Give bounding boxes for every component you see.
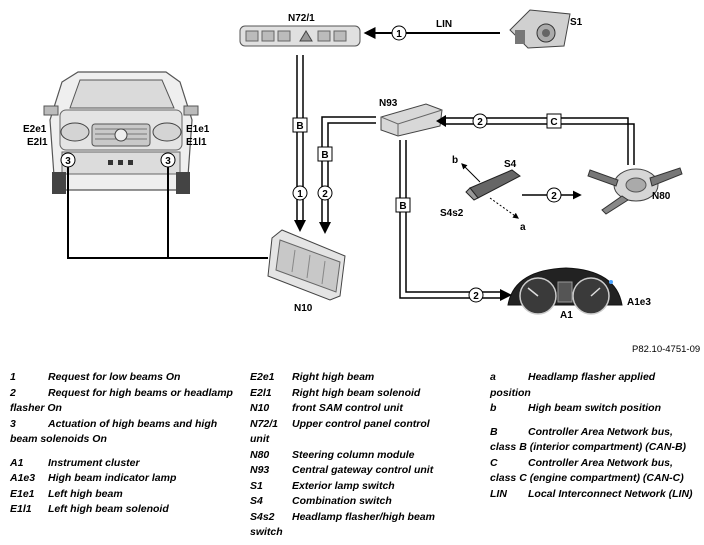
- svg-text:2: 2: [322, 189, 328, 200]
- svg-text:B: B: [399, 201, 406, 212]
- signal-circle-s4-2: 2: [546, 187, 562, 203]
- bus-box-c: C: [546, 113, 562, 129]
- label-e2l1: E2l1: [27, 137, 48, 148]
- label-n72: N72/1: [288, 13, 315, 24]
- n80-steering-column-module: [587, 167, 683, 215]
- label-n93: N93: [379, 98, 398, 109]
- svg-text:2: 2: [473, 291, 479, 302]
- svg-text:1: 1: [297, 189, 303, 200]
- label-a1: A1: [560, 310, 573, 321]
- label-n80: N80: [652, 191, 671, 202]
- svg-text:B: B: [296, 121, 303, 132]
- s4-combination-switch: [465, 169, 521, 201]
- label-e1e1: E1e1: [186, 124, 210, 135]
- label-s4: S4: [504, 159, 517, 170]
- bus-box-b-n72: B: [292, 117, 308, 133]
- svg-text:B: B: [321, 150, 328, 161]
- label-dir-a: a: [520, 222, 526, 233]
- label-s1: S1: [570, 17, 583, 28]
- signal-circle-right-3: 3: [160, 152, 176, 168]
- n72-control-panel: [239, 25, 361, 47]
- label-a1e3: A1e3: [627, 297, 651, 308]
- signal-circle-a1-2: 2: [468, 287, 484, 303]
- svg-text:2: 2: [477, 117, 483, 128]
- signal-circle-n72-1: 1: [292, 185, 308, 201]
- signal-circle-n93-2: 2: [317, 185, 333, 201]
- signal-circle-n80-2: 2: [472, 113, 488, 129]
- svg-text:1: 1: [396, 29, 402, 40]
- s1-exterior-lamp-switch: [509, 9, 571, 49]
- vehicle-front-illustration: [43, 71, 199, 194]
- svg-text:3: 3: [165, 156, 171, 167]
- bus-box-b-n93-a1: B: [395, 197, 411, 213]
- label-dir-b: b: [452, 155, 458, 166]
- label-n10: N10: [294, 303, 313, 314]
- a1-instrument-cluster: [507, 267, 623, 315]
- n10-sam-control-unit: [267, 229, 346, 301]
- label-e1l1: E1l1: [186, 137, 207, 148]
- bus-box-b-n93-n10: B: [317, 146, 333, 162]
- signal-circle-left-3: 3: [60, 152, 76, 168]
- svg-text:C: C: [550, 117, 557, 128]
- label-lin: LIN: [436, 19, 452, 30]
- n93-gateway-module: [380, 103, 443, 137]
- signal-circle-lin-1: 1: [391, 25, 407, 41]
- label-s4s2: S4s2: [440, 208, 464, 219]
- figure-reference: P82.10-4751-09: [632, 344, 700, 355]
- label-e2e1: E2e1: [23, 124, 47, 135]
- svg-text:3: 3: [65, 156, 71, 167]
- svg-text:2: 2: [551, 191, 557, 202]
